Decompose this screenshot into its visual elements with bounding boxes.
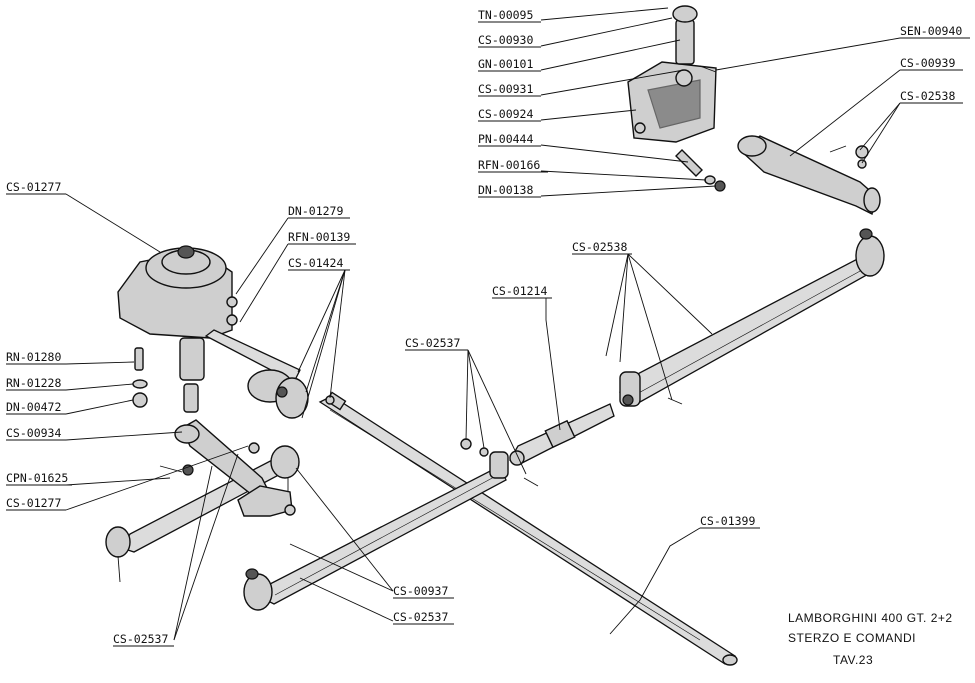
label-rn-01280: RN-01280 (6, 350, 61, 364)
title-line-section: STERZO E COMANDI (788, 631, 916, 645)
box-fasteners (132, 347, 148, 408)
label-cs-01424: CS-01424 (288, 256, 343, 270)
leader-lines (65, 7, 901, 641)
universal-joint (247, 369, 335, 419)
label-cs-02537-left: CS-02537 (113, 632, 168, 646)
label-dn-00472: DN-00472 (6, 400, 61, 414)
label-dn-01279: DN-01279 (288, 204, 343, 218)
adjuster-sleeve (509, 403, 615, 466)
label-cs-01277-top: CS-01277 (6, 180, 61, 194)
title-line-table: TAV.23 (833, 653, 873, 667)
title-block: LAMBORGHINI 400 GT. 2+2 STERZO E COMANDI… (788, 611, 953, 667)
upper-bracket (627, 5, 717, 143)
label-dn-00138: DN-00138 (478, 183, 533, 197)
steering-box (117, 245, 301, 413)
label-rfn-00166: RFN-00166 (478, 158, 540, 172)
idler-arm (737, 135, 881, 216)
title-line-model: LAMBORGHINI 400 GT. 2+2 (788, 611, 953, 625)
label-cs-00930: CS-00930 (478, 33, 533, 47)
pitman-arm (159, 419, 296, 517)
label-sen-00940: SEN-00940 (900, 24, 962, 38)
label-cs-01277-bottom: CS-01277 (6, 496, 61, 510)
bracket-bolt-set (675, 149, 726, 192)
label-cs-02537-mid: CS-02537 (405, 336, 460, 350)
label-cs-02538-top: CS-02538 (900, 89, 955, 103)
label-cs-02538-mid: CS-02538 (572, 240, 627, 254)
label-tn-00095: TN-00095 (478, 8, 533, 22)
label-cpn-01625: CPN-01625 (6, 471, 68, 485)
label-cs-00924: CS-00924 (478, 107, 533, 121)
label-pn-00444: PN-00444 (478, 132, 533, 146)
label-cs-02537-bottom: CS-02537 (393, 610, 448, 624)
label-cs-01399: CS-01399 (700, 514, 755, 528)
label-cs-01214: CS-01214 (492, 284, 547, 298)
left-long-tie-rod (243, 438, 539, 611)
label-cs-00931: CS-00931 (478, 82, 533, 96)
label-gn-00101: GN-00101 (478, 57, 533, 71)
right-tie-rod (619, 228, 885, 407)
part-labels: TN-00095 CS-00930 GN-00101 CS-00931 CS-0… (6, 8, 970, 647)
label-cs-00934: CS-00934 (6, 426, 61, 440)
label-cs-00939: CS-00939 (900, 56, 955, 70)
label-cs-00937: CS-00937 (393, 584, 448, 598)
label-rfn-00139: RFN-00139 (288, 230, 350, 244)
label-rn-01228: RN-01228 (6, 376, 61, 390)
